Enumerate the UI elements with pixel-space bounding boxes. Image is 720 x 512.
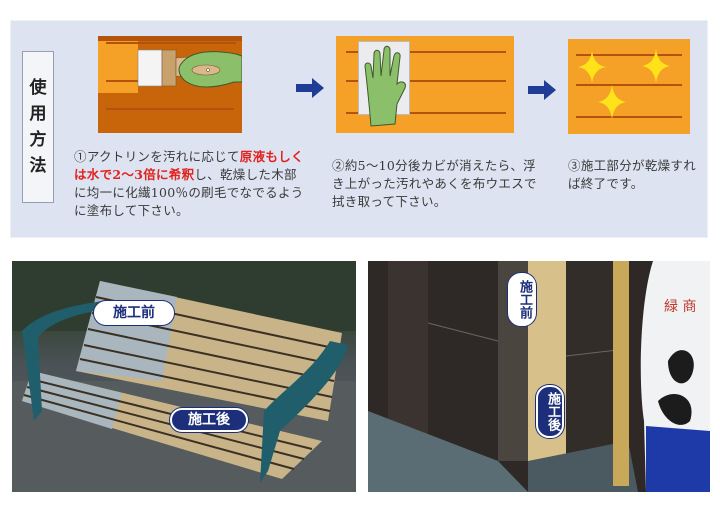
sparkling-wood-illustration [568, 39, 690, 134]
before-treatment-badge: 施工前 [94, 301, 174, 325]
after-treatment-badge: 施工後 [536, 385, 564, 438]
step-3-caption: ③施工部分が乾燥すれば終了です。 [568, 158, 697, 191]
bench-before-after-photo: 施工前 施工後 [12, 261, 356, 492]
svg-text:緑 商: 緑 商 [664, 299, 696, 315]
side-label-char: 用 [29, 104, 47, 124]
after-treatment-badge: 施工後 [170, 408, 248, 432]
side-label-char: 法 [29, 156, 47, 176]
sparkle-icon [642, 49, 670, 83]
right-arrow-icon [296, 78, 324, 98]
wall-corner-image: 緑 商 [368, 261, 710, 492]
side-label-char: 方 [29, 130, 47, 150]
before-treatment-badge: 施工前 [508, 273, 536, 326]
sparkle-icon [598, 85, 626, 119]
dilution-highlight: 原液もしくは水で2～3倍に希釈 [74, 149, 304, 182]
sparkle-icon [578, 51, 606, 83]
bench-image [12, 261, 356, 492]
side-label-char: 使 [29, 78, 47, 98]
right-arrow-icon [528, 80, 556, 100]
brush-and-glove-icon [137, 49, 242, 88]
wipe-with-cloth-illustration [336, 36, 514, 133]
step-number: ② [332, 158, 345, 173]
step-number: ③ [568, 158, 581, 173]
glove-hand-icon [364, 45, 406, 127]
wall-before-after-photo: 緑 商 施工前 施工後 [368, 261, 710, 492]
step-2-caption: ②約5～10分後カビが消えたら、浮き上がった汚れやあくを布ウエスで拭き取って下さ… [332, 158, 537, 209]
step-number: ① [74, 149, 87, 164]
step-1-caption: ①アクトリンを汚れに応じて原液もしくは水で2～3倍に希釈し、乾燥した木部に均一に… [74, 149, 304, 218]
usage-method-label: 使 用 方 法 [22, 51, 54, 203]
brush-on-wood-illustration [98, 36, 242, 133]
